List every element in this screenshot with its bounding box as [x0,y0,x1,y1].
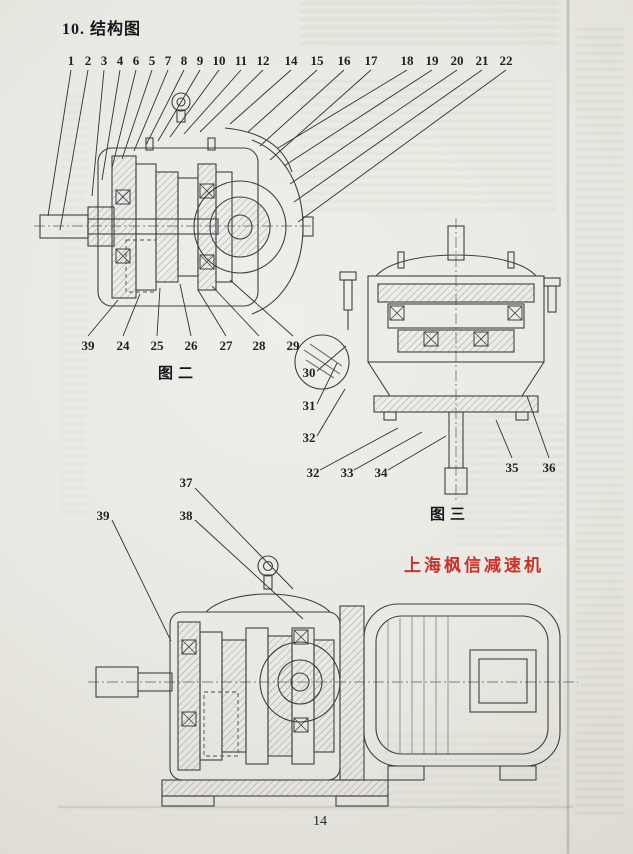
callout-number: 34 [374,465,388,480]
callout-number: 31 [302,398,316,413]
callout-number: 19 [425,53,439,68]
figure2-linework [34,92,314,315]
red-vendor-stamp: 上海枫信减速机 [404,556,544,575]
page-number: 14 [313,814,327,829]
callout-number: 4 [116,53,124,68]
callout-number: 15 [310,53,324,68]
callout-number: 39 [81,338,95,353]
callout-number: 37 [179,475,193,490]
callout-number: 16 [337,53,351,68]
callout-number: 22 [499,53,513,68]
callout-number: 32 [302,430,316,445]
callout-number: 7 [164,53,172,68]
callout-number: 5 [148,53,156,68]
callout-number: 25 [150,338,164,353]
callout-number: 11 [234,53,248,68]
callout-number: 12 [256,53,270,68]
callout-number: 24 [116,338,130,353]
section-title: 10. 结构图 [62,21,142,38]
callout-number: 29 [286,338,300,353]
figure2-bottom-leader-lines [87,279,294,337]
callout-number: 6 [132,53,140,68]
figure2-top-leader-lines [47,69,507,231]
callout-number: 17 [364,53,378,68]
callout-number: 26 [184,338,198,353]
callout-number: 27 [219,338,233,353]
callout-number: 3 [100,53,108,68]
callout-number: 14 [284,53,298,68]
callout-number: 1 [67,53,75,68]
figure3-bottom-leader-lines [319,395,550,471]
figure4-leader-lines [111,487,304,642]
callout-number: 20 [450,53,464,68]
callout-number: 39 [96,508,110,523]
callout-number: 28 [252,338,266,353]
figure3-linework [294,218,561,502]
callout-number: 9 [196,53,204,68]
callout-number: 38 [179,508,193,523]
callout-number: 32 [306,465,320,480]
figure3-left-leader-lines [316,345,347,437]
figure2-caption: 图二 [158,366,199,382]
callout-number: 36 [542,460,556,475]
callout-number: 2 [84,53,92,68]
figure3-caption: 图三 [430,507,471,523]
callout-number: 21 [475,53,489,68]
callout-number: 8 [180,53,188,68]
callout-number: 18 [400,53,414,68]
callout-number: 30 [302,365,316,380]
callout-number: 10 [212,53,226,68]
callout-number: 35 [505,460,519,475]
figure4-linework [88,555,578,807]
callout-number: 33 [340,465,354,480]
